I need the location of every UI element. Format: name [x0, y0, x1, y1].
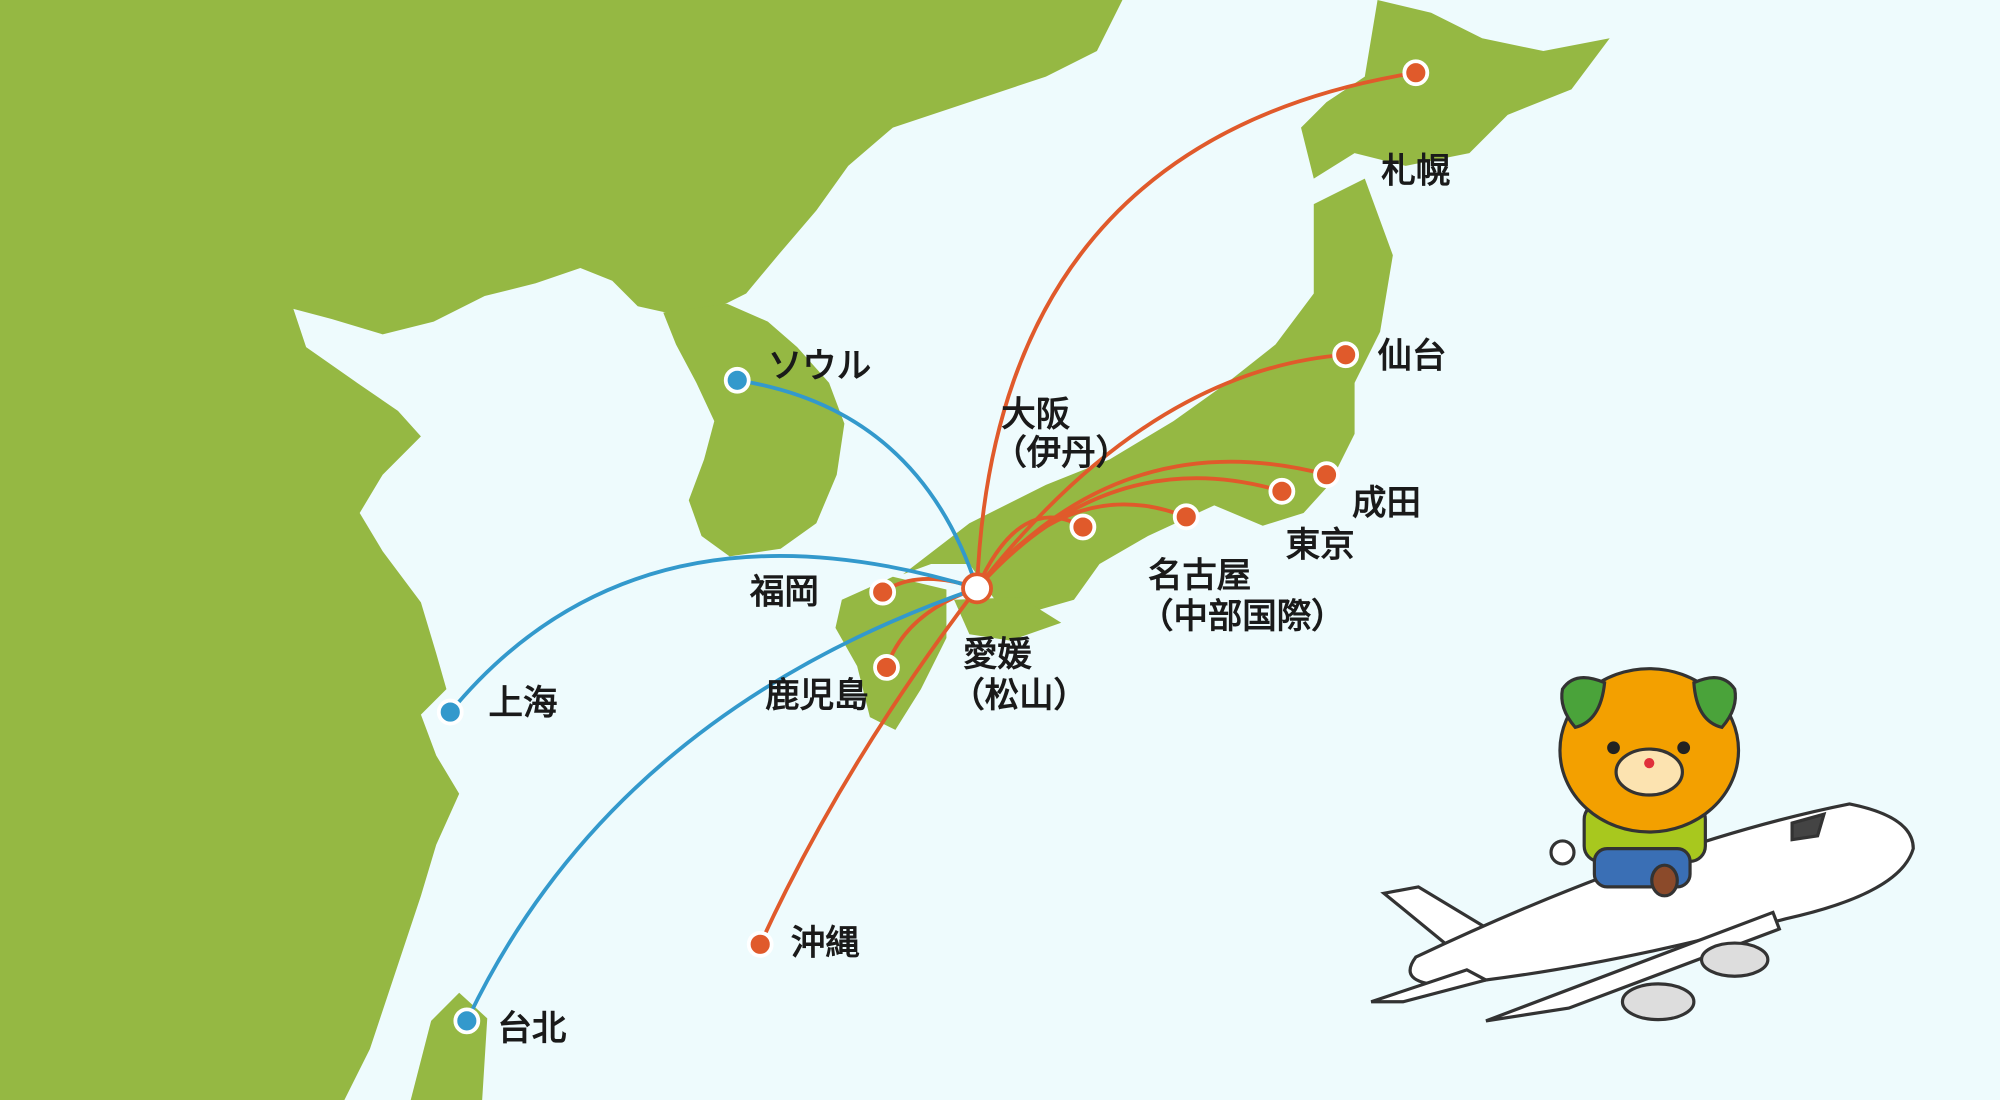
dot-taipei[interactable] — [453, 1007, 481, 1035]
label-ehime-sub: （松山） — [950, 676, 1088, 716]
label-sendai: 仙台 — [1378, 337, 1447, 377]
routes — [448, 70, 1417, 1022]
dot-shanghai[interactable] — [436, 698, 464, 726]
label-shanghai: 上海 — [489, 684, 558, 724]
hokkaido — [1301, 0, 1610, 179]
label-nagoya: 名古屋 — [1148, 556, 1251, 596]
mascot-icon — [1549, 667, 1741, 898]
continent — [0, 0, 1123, 1100]
route-taipei — [465, 586, 978, 1022]
dot-matsuyama-hub[interactable] — [961, 572, 993, 605]
label-nagoya-sub: （中部国際） — [1139, 597, 1346, 637]
route-sapporo — [975, 70, 1417, 589]
label-osaka-sub: （伊丹） — [992, 433, 1130, 473]
labels: 札幌 仙台 成田 東京 名古屋 （中部国際） 大阪 （伊丹） 福岡 鹿児島 沖縄… — [489, 151, 1451, 1049]
route-osaka — [975, 515, 1084, 590]
label-seoul: ソウル — [768, 347, 871, 387]
dot-okinawa[interactable] — [746, 930, 774, 958]
honshu — [903, 178, 1393, 616]
dot-fukuoka[interactable] — [869, 578, 897, 606]
dot-nagoya[interactable] — [1172, 503, 1200, 531]
dot-tokyo[interactable] — [1268, 477, 1296, 505]
route-sendai — [975, 352, 1346, 590]
label-narita: 成田 — [1352, 483, 1421, 523]
label-tokyo: 東京 — [1286, 525, 1355, 565]
label-kagoshima: 鹿児島 — [765, 676, 868, 716]
korea — [663, 303, 845, 557]
label-osaka: 大阪 — [1001, 395, 1070, 435]
label-sapporo: 札幌 — [1381, 151, 1450, 191]
route-okinawa — [758, 587, 979, 946]
dot-kagoshima[interactable] — [873, 654, 900, 681]
route-nagoya — [975, 502, 1187, 590]
label-okinawa: 沖縄 — [791, 924, 860, 964]
shikoku — [954, 597, 1062, 641]
route-seoul — [736, 378, 979, 589]
dot-osaka[interactable] — [1069, 513, 1097, 541]
mascot-airplane-illustration — [1370, 667, 1915, 1023]
dot-seoul[interactable] — [723, 366, 751, 394]
dot-narita[interactable] — [1313, 461, 1340, 489]
land — [0, 0, 1610, 1100]
dot-sapporo[interactable] — [1402, 59, 1430, 87]
route-shanghai — [448, 554, 978, 714]
label-fukuoka: 福岡 — [749, 573, 819, 613]
label-ehime: 愛媛 — [963, 635, 1032, 675]
label-taipei: 台北 — [497, 1009, 566, 1049]
dot-sendai[interactable] — [1332, 341, 1360, 369]
airport-dots — [436, 59, 1430, 1035]
